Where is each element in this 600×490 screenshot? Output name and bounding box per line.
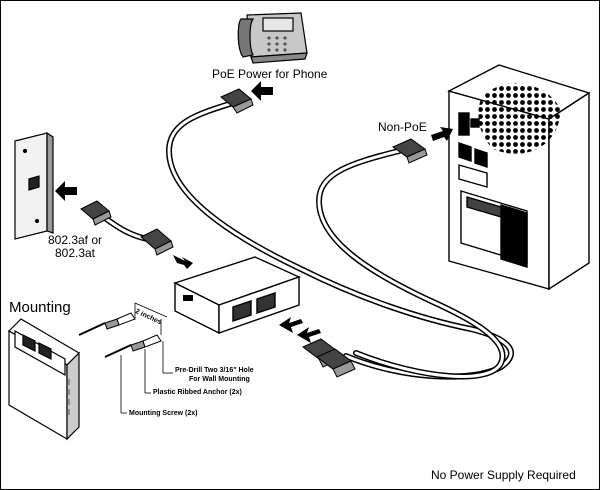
standard-label-line2: 802.3at [54, 246, 96, 260]
phone-label: PoE Power for Phone [212, 67, 328, 81]
injector-wall-mount-view [8, 318, 80, 441]
computer-tower [447, 64, 591, 291]
rj45-plug-wall-injector-end [140, 228, 174, 256]
predrill-label-line2: For Wall Mounting [189, 376, 250, 383]
mounting-screw-upper [78, 312, 136, 336]
anchor-label: Plastic Ribbed Anchor (2x) [153, 389, 242, 396]
arrow-to-computer [431, 127, 453, 141]
mounting-screw-lower [104, 334, 162, 358]
rj45-plug-wall [80, 200, 112, 226]
arrow-to-phone [251, 81, 273, 101]
screw-label: Mounting Screw (2x) [129, 410, 198, 417]
arrow-to-injector-top [173, 255, 193, 269]
rj45-plug-computer [391, 138, 428, 164]
arrow-into-injector-2 [297, 327, 321, 343]
cable-computer-to-injector [316, 148, 506, 380]
predrill-label-line1: Pre-Drill Two 3/16" Hole [175, 367, 254, 374]
rj45-plugs-injector-front [302, 338, 356, 378]
arrow-into-injector-1 [279, 317, 303, 333]
poe-injector [173, 256, 301, 335]
standard-label-line1: 802.3af or [47, 233, 103, 247]
dimension-lines [120, 302, 173, 414]
wall-jack-plate [14, 131, 54, 240]
rj45-plug-phone [220, 88, 254, 114]
ip-phone [237, 12, 308, 64]
arrow-to-wall-jack [55, 181, 77, 201]
footer-note: No Power Supply Required [431, 468, 576, 482]
non-poe-label: Non-PoE [378, 120, 427, 134]
mounting-heading: Mounting [9, 299, 71, 316]
